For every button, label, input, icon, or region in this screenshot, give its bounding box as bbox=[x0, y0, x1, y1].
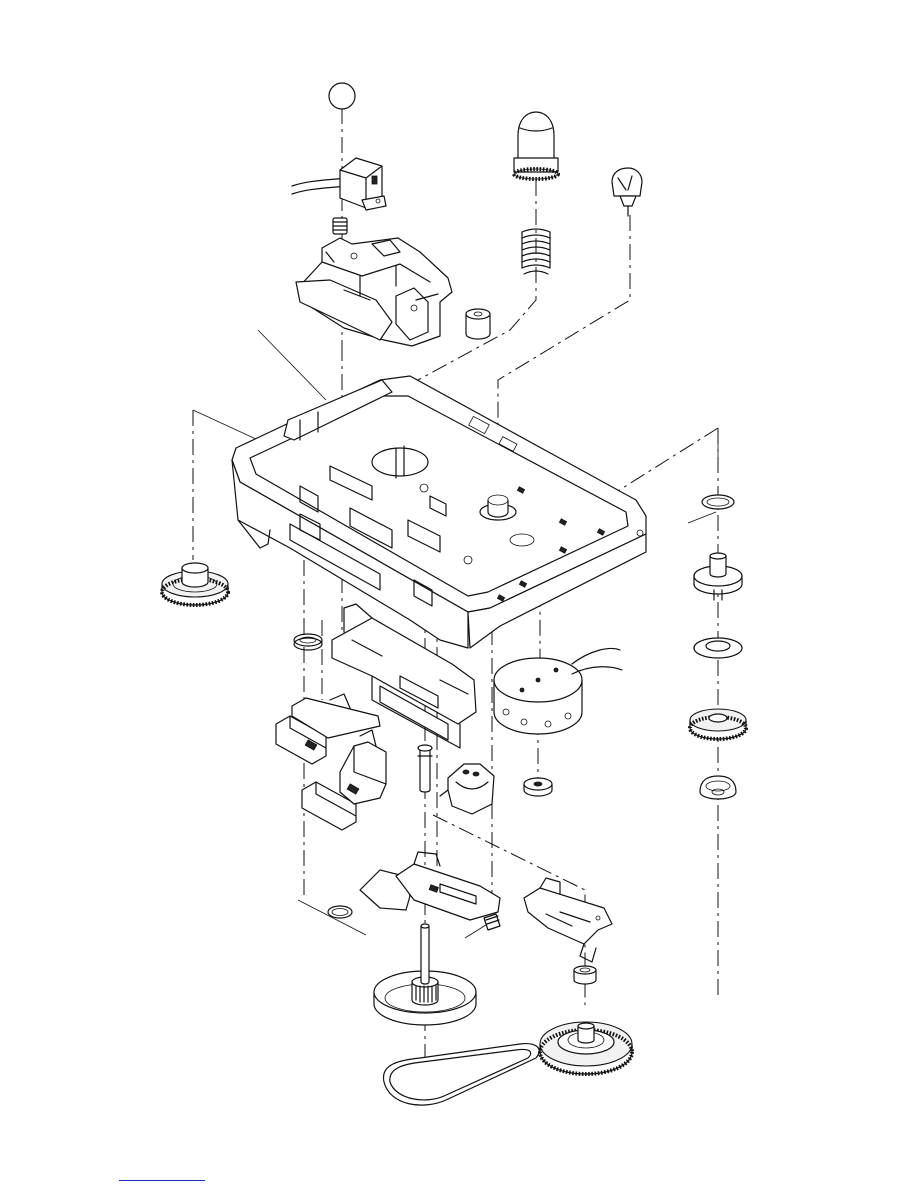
o-ring-icon bbox=[327, 905, 353, 919]
knob-icon bbox=[611, 167, 643, 217]
reel-hub-icon bbox=[693, 552, 743, 601]
small-spring-icon bbox=[483, 913, 501, 931]
washer-ring-icon bbox=[701, 494, 735, 510]
bottom-lever-icon bbox=[359, 851, 501, 921]
clamp-icon bbox=[439, 763, 495, 815]
drive-gear-icon bbox=[538, 1021, 634, 1076]
reel-base-icon bbox=[699, 775, 737, 800]
chassis-icon bbox=[231, 375, 647, 649]
spacer-ring-icon bbox=[693, 637, 743, 659]
motor-icon bbox=[493, 647, 623, 735]
head-carriage-icon bbox=[295, 237, 453, 347]
plate-bracket-icon bbox=[523, 877, 613, 963]
motor-pulley-icon bbox=[523, 777, 553, 797]
switch-bracket-icon bbox=[331, 603, 477, 749]
capstan-cap-icon bbox=[512, 111, 560, 181]
head-icon bbox=[291, 157, 387, 211]
reel-spring-icon bbox=[293, 633, 323, 651]
bushing-icon bbox=[573, 965, 597, 985]
guide-spring-icon bbox=[521, 228, 551, 275]
flywheel-icon bbox=[373, 923, 477, 1026]
lever-button-icon bbox=[275, 693, 381, 765]
pinch-roller-icon bbox=[465, 308, 491, 340]
slider-button-icon bbox=[301, 729, 387, 831]
reel-gear-icon bbox=[688, 708, 748, 741]
shaft-pin-icon bbox=[417, 744, 433, 793]
footer-link-underline bbox=[119, 1180, 205, 1181]
head-spring-icon bbox=[332, 217, 348, 235]
reference-circle-icon bbox=[328, 82, 356, 110]
left-gear-icon bbox=[160, 562, 230, 607]
belt-icon bbox=[382, 1043, 540, 1106]
